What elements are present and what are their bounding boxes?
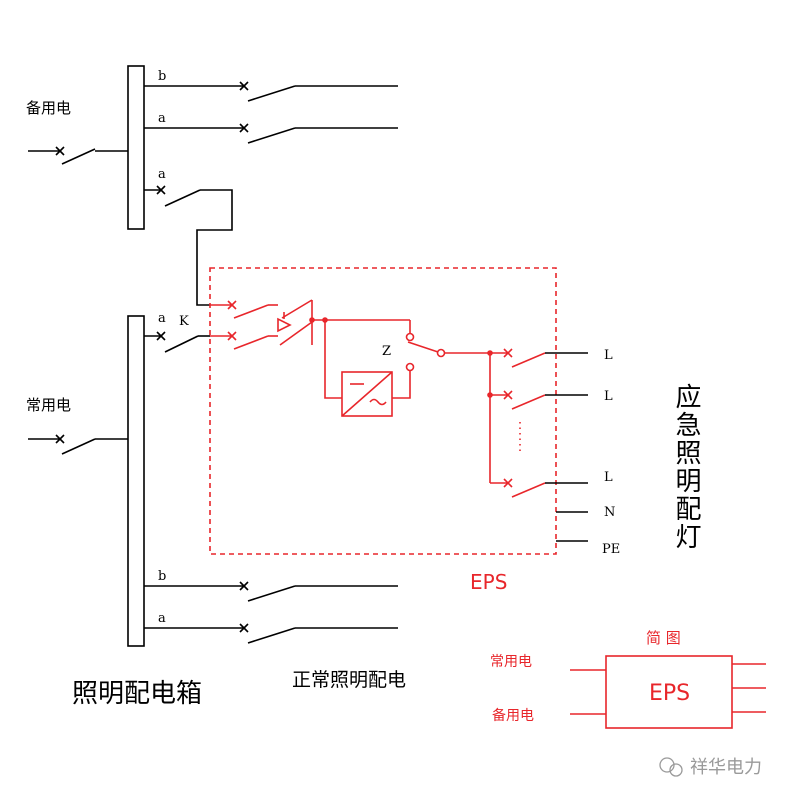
output-l2-label: L xyxy=(604,389,613,404)
simple-diagram-title: 简 图 xyxy=(646,629,681,647)
normal-incoming-breaker xyxy=(28,434,128,455)
output-l1-label: L xyxy=(604,348,613,363)
normal-busbar xyxy=(127,315,145,647)
simple-eps-label: EPS xyxy=(649,681,690,706)
simple-normal-power-label: 常用电 xyxy=(490,654,532,670)
bottom-feeder-b-label: b xyxy=(158,569,166,584)
internal-bus xyxy=(309,317,410,399)
lighting-distribution-box-label: 照明配电箱 xyxy=(72,679,202,709)
emergency-lighting-title: 应急照明配灯 xyxy=(671,383,701,551)
top-feeder-to-eps xyxy=(144,185,233,306)
output-pe-label: PE xyxy=(602,542,620,557)
eps-label: EPS xyxy=(470,570,507,594)
normal-feeder-to-eps xyxy=(144,331,210,353)
output-l3-label: L xyxy=(604,470,613,485)
bottom-feeder-b xyxy=(144,581,398,602)
top-feeder-a-label: a xyxy=(158,111,166,126)
switch-z-label: Z xyxy=(382,344,391,359)
bottom-feeder-a-label: a xyxy=(158,611,166,626)
output-bus xyxy=(487,350,493,483)
inverter-module xyxy=(341,370,411,417)
bottom-feeder-a xyxy=(144,623,398,644)
top-feeder-eps-label: a xyxy=(158,167,166,182)
output-circuit-3 xyxy=(490,478,588,498)
standby-incoming-breaker xyxy=(28,146,128,165)
standby-busbar xyxy=(127,65,145,230)
normal-lighting-distribution-label: 正常照明配电 xyxy=(292,669,406,691)
simple-standby-power-label: 备用电 xyxy=(492,707,534,724)
watermark-text: 祥华电力 xyxy=(690,757,762,778)
transfer-switch xyxy=(210,299,313,350)
changeover-switch-z xyxy=(405,320,490,372)
top-feeder-a xyxy=(144,123,398,144)
output-circuit-2 xyxy=(490,390,588,410)
top-feeder-b xyxy=(144,81,398,102)
junction-dot-1 xyxy=(309,317,315,323)
output-circuit-1 xyxy=(490,348,588,368)
normal-power-label: 常用电 xyxy=(26,396,71,414)
standby-power-label: 备用电 xyxy=(26,99,71,117)
top-feeder-b-label: b xyxy=(158,69,166,84)
wechat-icon xyxy=(659,757,683,777)
eps-boundary xyxy=(209,267,557,555)
output-n-label: N xyxy=(604,505,615,520)
normal-feeder-a-label: a xyxy=(158,311,166,326)
eps-simplified-sketch xyxy=(570,655,766,729)
switch-k-label: K xyxy=(179,314,189,329)
